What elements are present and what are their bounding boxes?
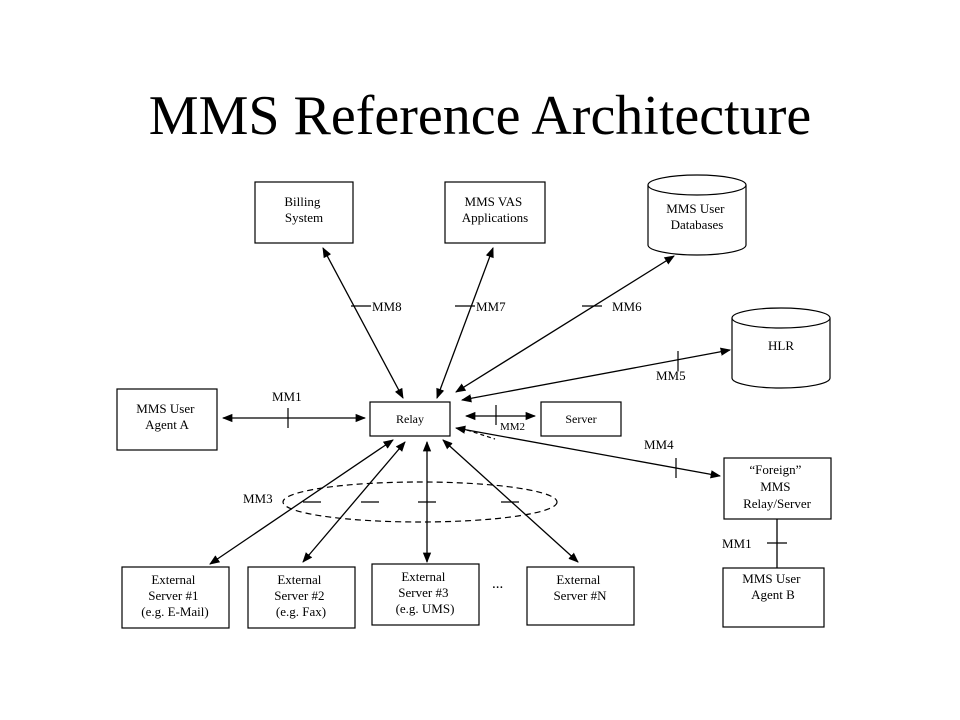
label-mm3: MM3 <box>243 491 273 506</box>
mms-user-agent-a-box <box>116 388 218 451</box>
server-label: Server <box>565 412 596 426</box>
mms-user-agent-b-label: MMS User Agent B <box>742 571 803 602</box>
page-title: MMS Reference Architecture <box>148 85 812 147</box>
mms-vas-applications-label: MMS VAS Applications <box>462 194 528 225</box>
mms-user-databases-label: MMS User Databases <box>666 201 727 232</box>
foreign-relay-server-label: “Foreign” MMS Relay/Server <box>743 462 812 511</box>
mms-user-agent-a-label: MMS User Agent A <box>136 401 197 432</box>
hlr-cylinder <box>731 307 831 389</box>
external-server-1-label: External Server #1 (e.g. E-Mail) <box>141 572 209 619</box>
mms-user-agent-b-box <box>722 567 825 628</box>
external-server-3-box <box>371 563 480 626</box>
label-mm7: MM7 <box>476 299 506 314</box>
edge-relay-hlr <box>460 347 732 403</box>
external-server-n-label: External Server #N <box>553 572 607 603</box>
relay-box <box>369 401 451 437</box>
label-mm4: MM4 <box>644 437 674 452</box>
label-mm6: MM6 <box>612 299 642 314</box>
edge-relay-userdb <box>455 255 675 393</box>
label-mm1-a: MM1 <box>272 389 302 404</box>
label-mm8: MM8 <box>372 299 402 314</box>
label-mm5: MM5 <box>656 368 686 383</box>
relay-label: Relay <box>396 412 424 426</box>
external-server-2-box <box>247 566 356 629</box>
server-box <box>540 401 622 437</box>
billing-system-box <box>254 181 354 244</box>
label-mm2: MM2 <box>500 421 525 433</box>
edge-relay-extn <box>442 439 579 563</box>
external-server-3-label: External Server #3 (e.g. UMS) <box>396 569 455 616</box>
external-server-n-box <box>526 566 635 626</box>
ellipsis-more-servers: ... <box>492 576 503 592</box>
mms-user-databases-cylinder <box>647 174 747 256</box>
hlr-label: HLR <box>768 338 794 353</box>
billing-system-label: Billing System <box>284 194 323 225</box>
external-server-1-box <box>121 566 230 629</box>
mms-vas-applications-box <box>444 181 546 244</box>
external-server-2-label: External Server #2 (e.g. Fax) <box>274 572 327 619</box>
edge-relay-vas <box>436 247 494 399</box>
foreign-relay-server-box <box>723 457 832 520</box>
label-mm1-b: MM1 <box>722 536 752 551</box>
relay-dashed-stub <box>466 429 496 440</box>
edge-relay-billing <box>322 247 404 399</box>
edge-relay-ext2 <box>302 441 406 563</box>
mm3-ellipse <box>282 481 558 523</box>
